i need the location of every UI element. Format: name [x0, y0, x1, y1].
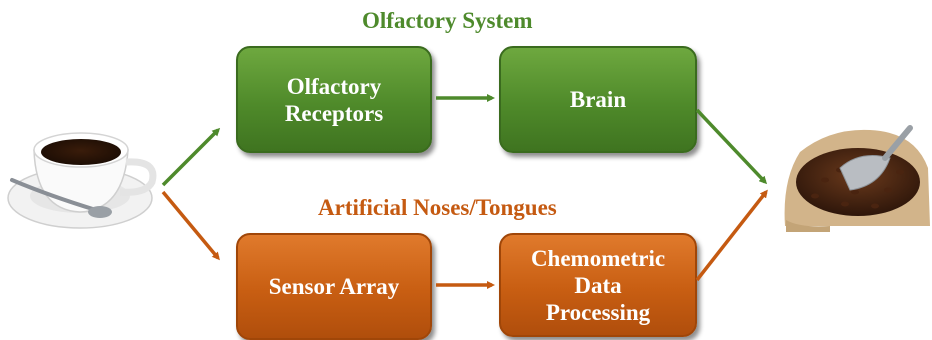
chemometric-line2: Data	[574, 272, 622, 298]
olfactory-receptors-line2: Receptors	[284, 100, 384, 126]
olfactory-receptors-line1: Olfactory	[286, 73, 382, 99]
olfactory-receptors-box: Olfactory Receptors	[236, 46, 432, 153]
sensor-array-label: Sensor Array	[268, 274, 400, 299]
olfactory-system-title: Olfactory System	[362, 8, 533, 33]
arrow-chemometric-to-beans	[695, 189, 768, 282]
arrow-cup-to-sensor	[161, 190, 220, 261]
arrow-brain-to-beans	[695, 108, 768, 185]
artificial-noses-title: Artificial Noses/Tongues	[318, 195, 557, 220]
arrow-cup-to-receptors	[161, 127, 221, 187]
sensor-array-box: Sensor Array	[236, 233, 432, 340]
brain-label: Brain	[569, 87, 627, 112]
chemometric-line3: Processing	[545, 299, 651, 325]
brain-box: Brain	[499, 46, 697, 153]
coffee-beans-image	[780, 122, 930, 232]
coffee-cup-image	[7, 132, 157, 229]
chemometric-box: Chemometric Data Processing	[499, 233, 697, 337]
chemometric-line1: Chemometric	[530, 245, 666, 271]
